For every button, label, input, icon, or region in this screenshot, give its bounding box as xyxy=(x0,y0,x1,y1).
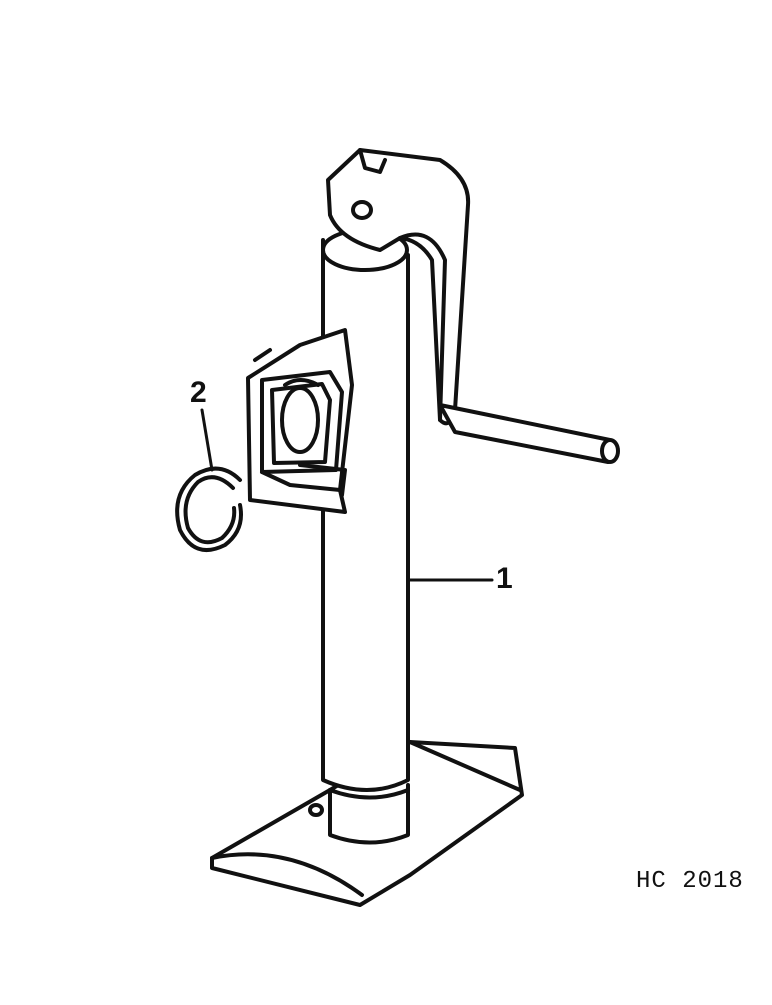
callout-leader-2 xyxy=(200,408,214,472)
callout-number-2: 2 xyxy=(190,376,207,409)
callout-number-1: 1 xyxy=(496,562,513,595)
top-cap xyxy=(326,148,471,426)
snap-ring xyxy=(175,466,243,552)
figure-code: HC 2018 xyxy=(636,868,744,895)
inner-tube xyxy=(328,783,410,845)
crank-handle xyxy=(438,403,620,464)
lock-bracket xyxy=(246,328,354,514)
